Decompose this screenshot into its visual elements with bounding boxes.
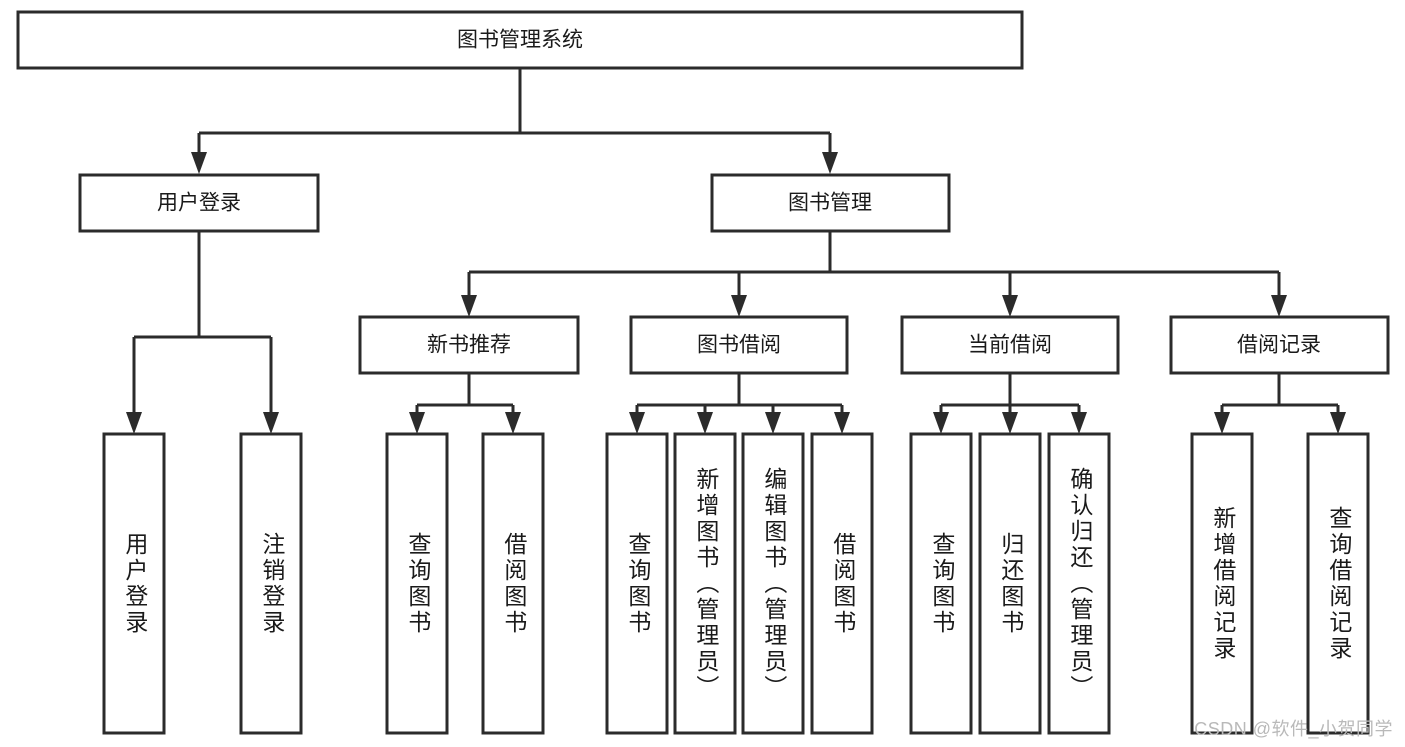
node-box-leaf-user-login-1[interactable] — [102, 432, 166, 735]
node-label-borrow-record: 借阅记录 — [1237, 334, 1321, 357]
arrow-bookmgmt-to-current — [1002, 295, 1018, 317]
node-box-new-book-recommend[interactable] — [358, 315, 580, 375]
node-box-leaf-book-borrow-2[interactable] — [673, 432, 737, 735]
node-label-book-management: 图书管理 — [788, 192, 872, 215]
arrow-userlogin-leaf-2 — [263, 412, 279, 434]
node-box-leaf-book-borrow-3[interactable] — [741, 432, 805, 735]
arrow-record-leaf-2 — [1330, 412, 1346, 434]
node-box-leaf-current-borrow-3[interactable] — [1047, 432, 1111, 735]
arrow-borrow-leaf-4 — [834, 412, 850, 434]
edge-group — [126, 68, 1346, 434]
node-box-leaf-current-borrow-2[interactable] — [978, 432, 1042, 735]
node-box-leaf-user-login-2[interactable] — [239, 432, 303, 735]
node-box-leaf-book-borrow-4[interactable] — [810, 432, 874, 735]
node-label-current-borrow: 当前借阅 — [968, 334, 1052, 357]
arrow-root-to-book-mgmt — [822, 152, 838, 174]
arrow-newbook-leaf-2 — [505, 412, 521, 434]
arrow-current-leaf-1 — [933, 412, 949, 434]
node-box-book-borrow[interactable] — [629, 315, 849, 375]
arrow-borrow-leaf-1 — [629, 412, 645, 434]
arrow-newbook-leaf-1 — [409, 412, 425, 434]
arrow-bookmgmt-to-record — [1271, 295, 1287, 317]
node-box-leaf-current-borrow-1[interactable] — [909, 432, 973, 735]
node-label-book-borrow: 图书借阅 — [697, 334, 781, 357]
arrow-userlogin-leaf-1 — [126, 412, 142, 434]
arrow-root-to-user-login — [191, 152, 207, 174]
node-box-borrow-record[interactable] — [1169, 315, 1390, 375]
arrow-borrow-leaf-2 — [697, 412, 713, 434]
arrow-record-leaf-1 — [1214, 412, 1230, 434]
watermark-text: CSDN @软件_小贺同学 — [1194, 719, 1393, 739]
node-box-leaf-new-book-1[interactable] — [385, 432, 449, 735]
node-box-current-borrow[interactable] — [900, 315, 1120, 375]
node-box-user-login[interactable] — [78, 173, 320, 233]
node-label-user-login: 用户登录 — [157, 192, 241, 215]
node-box-leaf-new-book-2[interactable] — [481, 432, 545, 735]
node-box-leaf-borrow-record-2[interactable] — [1306, 432, 1370, 735]
arrow-borrow-leaf-3 — [765, 412, 781, 434]
node-label-new-book-recommend: 新书推荐 — [427, 334, 511, 357]
node-box-root[interactable] — [16, 10, 1024, 70]
arrow-current-leaf-2 — [1002, 412, 1018, 434]
arrow-bookmgmt-to-borrow — [731, 295, 747, 317]
node-label-root: 图书管理系统 — [457, 29, 583, 52]
node-box-leaf-book-borrow-1[interactable] — [605, 432, 669, 735]
arrow-bookmgmt-to-new-book — [461, 295, 477, 317]
arrow-current-leaf-3 — [1071, 412, 1087, 434]
node-group: 图书管理系统 用户登录 图书管理 新书推荐 图书借阅 当前借阅 借阅记录 — [16, 10, 1390, 735]
node-box-leaf-borrow-record-1[interactable] — [1190, 432, 1254, 735]
node-box-book-management[interactable] — [710, 173, 951, 233]
